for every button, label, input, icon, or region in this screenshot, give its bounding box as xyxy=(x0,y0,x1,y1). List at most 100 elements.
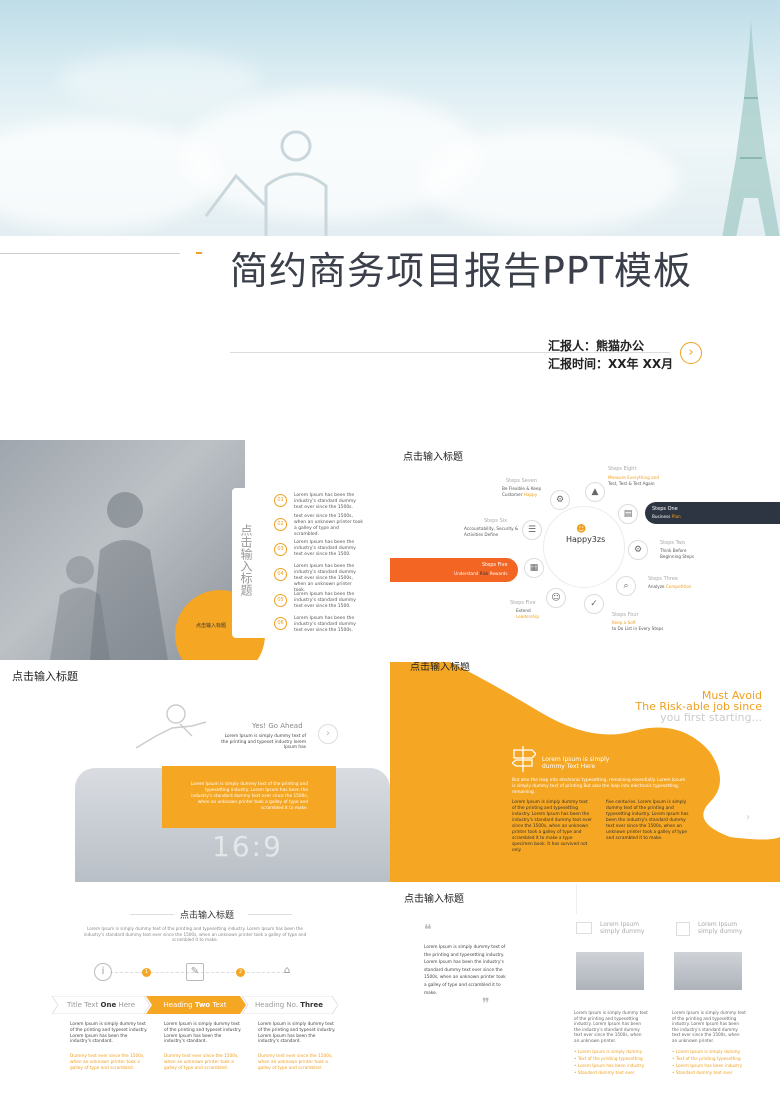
step-label: Steps Seven xyxy=(506,478,538,484)
step-node-icon: ⌕ xyxy=(616,576,636,596)
number-badge: 03 xyxy=(274,543,287,556)
step-dot: 2 xyxy=(236,968,245,977)
home-icon: ⌂ xyxy=(283,965,291,976)
slide-title: 点击输入标题 xyxy=(404,894,464,905)
number-badge: 01 xyxy=(274,494,287,507)
card-image xyxy=(674,952,742,990)
slide-title: 点击输入标题 xyxy=(180,911,235,921)
tab-two[interactable]: Heading Two Text xyxy=(163,1001,227,1009)
step-node-icon: ⚙ xyxy=(628,540,648,560)
card-title: Lorem Ipsum simply dummy xyxy=(698,921,743,935)
card-image xyxy=(576,952,644,990)
slide-numbered-list: 点击输入标题 点击输入标题 01 Lorem Ipsum has been th… xyxy=(0,440,390,660)
number-badge: 04 xyxy=(274,568,287,581)
step-node-icon: ▦ xyxy=(524,558,544,578)
list-item: • Lorem Ipsum has been industry xyxy=(672,1063,743,1068)
column-text: five centuries. Lorem Ipsum is simply du… xyxy=(606,800,689,841)
ratio-watermark: 16:9 xyxy=(212,830,283,863)
yellow-box xyxy=(162,766,336,828)
list-item: • Lorem Ipsum has been industry xyxy=(574,1063,645,1068)
bullet-list: • Lorem Ipsum is simply dummy • Text of … xyxy=(574,1048,648,1076)
card-icon xyxy=(676,922,690,936)
list-item: Lorem Ipsum has been the industry's stan… xyxy=(294,592,356,609)
next-arrow-button[interactable]: › xyxy=(318,724,338,744)
user-icon xyxy=(204,130,328,236)
next-arrow-button[interactable]: › xyxy=(746,812,750,823)
step-label: Steps Six xyxy=(484,518,508,524)
column-note: Dummy text ever since the 1500s, when an… xyxy=(70,1054,145,1071)
step-node-icon: ☰ xyxy=(522,520,542,540)
sky-photo xyxy=(0,0,780,236)
reporter-label: 汇报人：熊猫办公 xyxy=(548,339,645,353)
intro-text: But also the leap into electronic typese… xyxy=(512,778,686,795)
slide-steps-wheel: 点击输入标题 ☻ Happy3zs ⚙ ▲ ▤ ⚙ ⌕ ✓ ☺ ▦ ☰ Step… xyxy=(390,440,780,660)
step-node-icon: ⚙ xyxy=(550,490,570,510)
tab-one[interactable]: Title Text One Here xyxy=(66,1001,136,1009)
highlight-bar-orange xyxy=(390,558,518,582)
slide-go-ahead: 点击输入标题 Yes! Go Ahead Lorem Ipsum is simp… xyxy=(0,662,390,882)
step-desc: Understand Risk Rewards xyxy=(454,571,508,576)
divider xyxy=(0,253,180,254)
slide-process-tabs: 点击输入标题 Lorem Ipsum is simply dummy text … xyxy=(0,884,390,1102)
divider xyxy=(576,884,577,914)
step-label: Steps Five xyxy=(482,562,508,568)
card-icon xyxy=(576,922,592,934)
divider xyxy=(230,352,670,353)
slide-cards: 点击输入标题 ❝ Lorem Ipsum is simply dummy tex… xyxy=(390,884,780,1102)
column-note: Dummy text ever since the 1500s, when an… xyxy=(164,1054,239,1071)
list-item: • Text of the printing typesetting xyxy=(574,1056,643,1061)
brand-label: Happy3zs xyxy=(566,535,606,544)
bullet-list: • Lorem Ipsum is simply dummy • Text of … xyxy=(672,1048,746,1076)
list-item: • Text of the printing typesetting xyxy=(672,1056,741,1061)
divider xyxy=(248,914,292,915)
list-item: • Lorem Ipsum is simply dummy xyxy=(672,1049,741,1054)
step-label: Steps Two xyxy=(660,540,685,546)
slide-title: 点击输入标题 xyxy=(410,662,470,673)
column-text: Lorem Ipsum is simply dummy text of the … xyxy=(512,800,592,853)
step-label: Steps Three xyxy=(648,576,678,582)
pointing-person-icon xyxy=(136,704,207,749)
sign-title: Lorem Ipsum is simply dummy Text Here xyxy=(542,756,610,770)
divider xyxy=(130,914,174,915)
step-label: Steps Five xyxy=(510,600,536,606)
step-desc: Accountability, Security &Activities Def… xyxy=(464,526,519,537)
center-ring xyxy=(543,506,625,588)
list-item: • Standard dummy text ever xyxy=(672,1070,733,1075)
number-badge: 02 xyxy=(274,518,287,531)
card-title: Lorem Ipsum simply dummy xyxy=(600,921,645,935)
slide-subtitle: Lorem Ipsum is simply dummy text of the … xyxy=(83,926,307,942)
quote-close-icon: ❞ xyxy=(482,996,490,1012)
cover-slide: 简约商务项目报告PPT模板 汇报人：熊猫办公 汇报时间：XX年 XX月 › xyxy=(0,0,780,420)
step-label: Steps Eight xyxy=(608,466,637,472)
quote-text: Lorem Ipsum is simply dummy text of the … xyxy=(424,945,506,996)
report-time-label: 汇报时间：XX年 XX月 xyxy=(548,357,674,371)
next-arrow-button[interactable]: › xyxy=(680,342,702,364)
step-label: Steps Four xyxy=(612,612,639,618)
yes-description: Lorem Ipsum is simply dummy text of the … xyxy=(221,734,306,750)
yellow-wave-shape xyxy=(390,662,780,882)
slide-title: 点击输入标题 xyxy=(12,670,78,683)
highlight-bar-dark xyxy=(645,502,780,524)
step-desc: Business Plan xyxy=(652,514,681,519)
list-item: Lorem Ipsum has been the industry's stan… xyxy=(294,564,356,593)
list-item: • Standard dummy text ever xyxy=(574,1070,635,1075)
must-avoid-heading: Must Avoid The Risk-able job since you f… xyxy=(635,689,762,724)
info-icon: i xyxy=(94,963,112,981)
list-item: Lorem Ipsum has been the industry's stan… xyxy=(294,540,356,557)
step-node-icon: ✓ xyxy=(584,594,604,614)
tab-three[interactable]: Heading No. Three xyxy=(255,1001,323,1009)
number-badge: 05 xyxy=(274,594,287,607)
list-item: Lorem Ipsum has been the industry's stan… xyxy=(294,616,356,633)
quote-open-icon: ❝ xyxy=(424,922,432,938)
list-item: Lorem Ipsum has been the industry's stan… xyxy=(294,493,356,510)
edit-icon: ✎ xyxy=(186,963,204,981)
caption: 点击输入标题 xyxy=(196,623,227,629)
tabs-arrow-shape xyxy=(52,996,338,1014)
step-node-icon: ▤ xyxy=(618,504,638,524)
column-text: Lorem Ipsum is simply dummy text of the … xyxy=(258,1022,336,1045)
